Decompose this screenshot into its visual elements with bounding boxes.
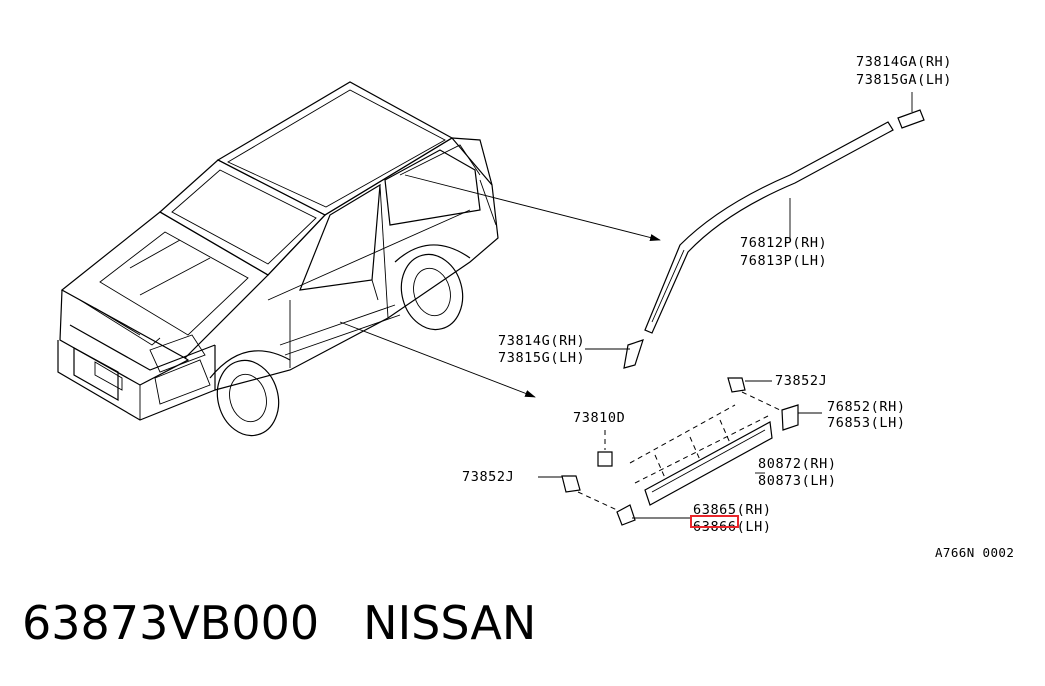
- clip-73814ga: [897, 109, 925, 129]
- label-76853: 76853(LH): [827, 415, 906, 431]
- label-73814g: 73814G(RH): [498, 333, 585, 349]
- vehicle-illustration: [57, 81, 499, 437]
- label-73852j-top: 73852J: [775, 373, 827, 389]
- label-73810d: 73810D: [573, 410, 625, 426]
- door-molding-part: [538, 377, 822, 526]
- reference-code: A766N 0002: [935, 545, 1014, 560]
- arrow-lower: [339, 321, 536, 398]
- clip-73814g: [623, 339, 644, 369]
- grommet-73852j-left: [561, 475, 581, 493]
- label-63865: 63865(RH): [693, 502, 772, 518]
- footer-part-number: 63873VB000: [22, 596, 320, 650]
- end-cap-76852: [781, 404, 799, 431]
- footer: 63873VB000 NISSAN: [22, 596, 536, 650]
- label-80873: 80873(LH): [758, 473, 837, 489]
- label-76812p: 76812P(RH): [740, 235, 827, 251]
- footer-brand: NISSAN: [363, 596, 537, 650]
- window-molding-part: [585, 92, 925, 369]
- grommet-73852j-top: [727, 377, 746, 393]
- highlight-box: [690, 515, 739, 528]
- label-73814ga: 73814GA(RH): [856, 54, 952, 70]
- end-cap-63865: [616, 504, 636, 526]
- label-76852: 76852(RH): [827, 399, 906, 415]
- label-76813p: 76813P(LH): [740, 253, 827, 269]
- label-73815g: 73815G(LH): [498, 350, 585, 366]
- clip-73810d: [597, 451, 613, 467]
- label-73815ga: 73815GA(LH): [856, 72, 952, 88]
- arrow-upper: [404, 174, 661, 242]
- label-73852j-left: 73852J: [462, 469, 514, 485]
- label-80872: 80872(RH): [758, 456, 837, 472]
